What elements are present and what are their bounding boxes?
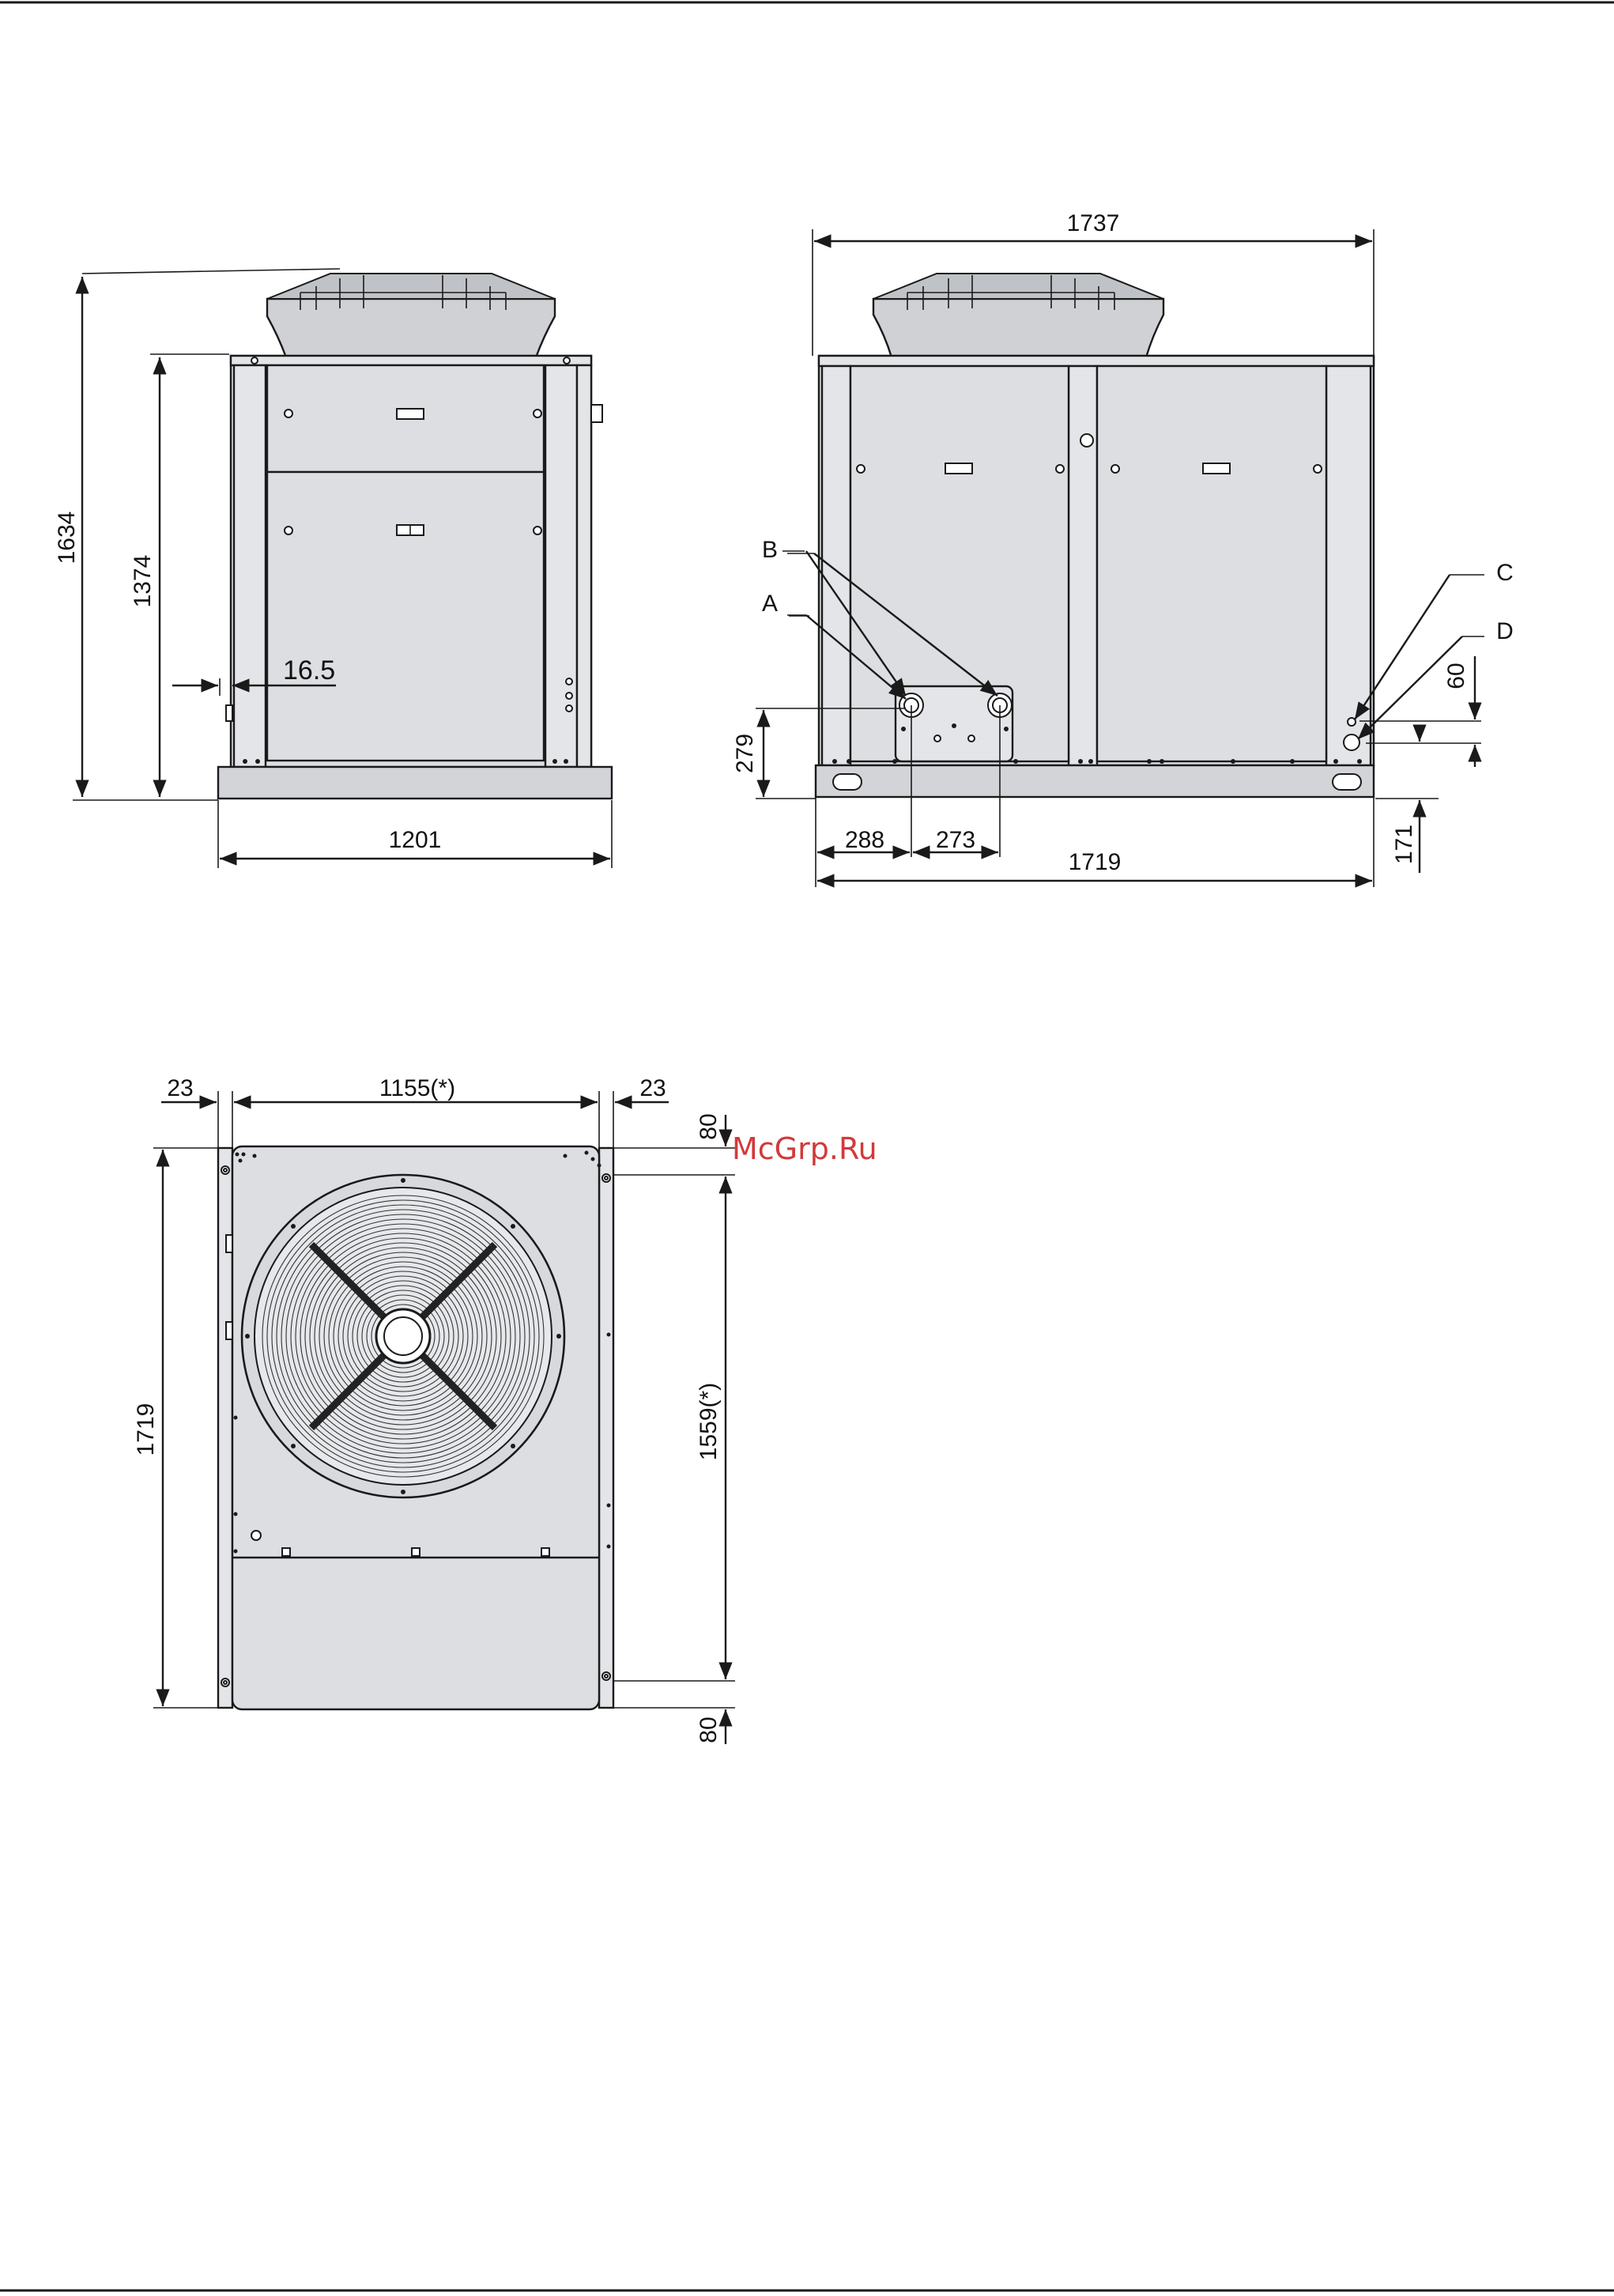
- front-upper-handle: [397, 409, 424, 419]
- side-top-rail: [819, 356, 1374, 366]
- label-a: A: [762, 591, 778, 617]
- front-side-strip: [577, 365, 591, 767]
- dim-1155-label: 1155(*): [379, 1075, 455, 1101]
- dim-80-bottom-label: 80: [696, 1716, 722, 1743]
- dim-288-label: 288: [845, 827, 884, 853]
- connection-d: [1344, 734, 1359, 750]
- top-body-hole: [251, 1531, 261, 1540]
- label-b: B: [762, 537, 778, 563]
- dim-1374-label: 1374: [130, 555, 156, 608]
- dim-23-right-label: 23: [639, 1075, 666, 1101]
- label-c: C: [1496, 560, 1514, 586]
- side-left-handle: [945, 463, 972, 474]
- label-d: D: [1496, 618, 1514, 644]
- front-fan-hood: [267, 274, 555, 357]
- dim-279-label: 279: [732, 734, 758, 773]
- side-view: B A C D 1737 1719 288 273 279: [732, 210, 1514, 887]
- dim-171-label: 171: [1391, 825, 1417, 864]
- dim-80-top-label: 80: [696, 1113, 722, 1139]
- front-side-fitting: [591, 405, 602, 422]
- front-lower-panel: [267, 472, 544, 761]
- side-fan-hood: [873, 274, 1163, 357]
- top-left-rail: [218, 1148, 232, 1708]
- side-center-bolt: [1080, 434, 1093, 447]
- dim-1634-label: 1634: [54, 512, 80, 565]
- top-view: 23 1155(*) 23 1719 80 1559(*) 80: [133, 1075, 735, 1744]
- watermark: McGrp.Ru: [732, 1131, 877, 1166]
- dim-273-label: 273: [936, 827, 975, 853]
- front-top-rail: [231, 356, 591, 365]
- dim-1719-top-label: 1719: [133, 1403, 159, 1456]
- side-base-lift-left: [833, 774, 862, 790]
- dim-1559-label: 1559(*): [696, 1383, 722, 1460]
- dim-16-5-label: 16.5: [283, 655, 335, 685]
- front-base: [218, 767, 612, 799]
- side-base-lift-right: [1333, 774, 1361, 790]
- fan-icon: [242, 1175, 564, 1497]
- front-view: 1634 1374 16.5 1201: [54, 269, 612, 868]
- dim-1737-label: 1737: [1067, 210, 1120, 236]
- dim-60-label: 60: [1443, 663, 1469, 689]
- dim-1719-side-label: 1719: [1069, 849, 1122, 875]
- side-base: [816, 765, 1374, 797]
- front-left-post: [234, 365, 266, 767]
- side-right-handle: [1203, 463, 1230, 474]
- dim-23-left-label: 23: [167, 1075, 193, 1101]
- top-right-rail: [599, 1148, 613, 1708]
- side-right-panel: [1097, 366, 1326, 761]
- dim-1201-label: 1201: [389, 827, 442, 853]
